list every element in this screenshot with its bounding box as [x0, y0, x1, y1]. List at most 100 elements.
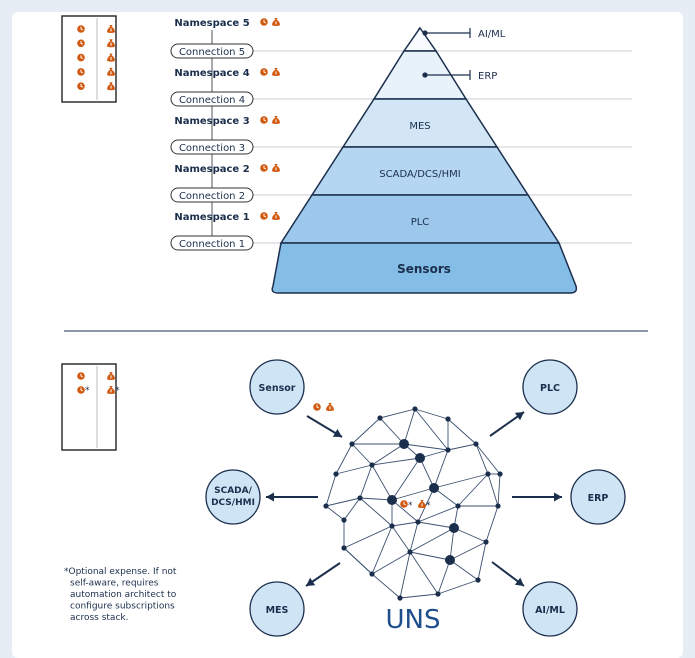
uns-mesh-line — [414, 408, 449, 451]
uns-mesh-node — [483, 539, 489, 545]
uns-clock-star: * — [408, 501, 413, 511]
uns-mesh-line — [343, 525, 393, 549]
uns-mesh-node — [485, 471, 491, 477]
uns-mesh-line — [359, 497, 393, 501]
uns-mesh-node — [369, 462, 375, 468]
namespace-money-bag-icon — [272, 68, 280, 76]
namespace-clock-icon — [260, 164, 268, 172]
uns-mesh-line — [437, 579, 479, 595]
uns-mesh-line — [343, 547, 373, 575]
bottom-legend: ** — [61, 363, 120, 451]
uns-mesh-line — [447, 443, 477, 451]
bottom-legend-money-bag-optional-icon — [107, 386, 115, 394]
uns-mesh-line — [419, 457, 435, 489]
connection-2-pill — [170, 187, 254, 203]
uns-mesh-line — [371, 551, 411, 575]
uns-mesh-node — [495, 503, 501, 509]
arrow-uns-to-erp — [512, 492, 562, 502]
uns-mesh-node — [407, 549, 413, 555]
uns-mesh-node — [445, 416, 451, 422]
uns-mesh-line — [391, 525, 411, 553]
uns-mesh-line — [497, 473, 501, 507]
uns-mesh-line — [409, 521, 419, 553]
pyramid-label-sensors: Sensors — [397, 262, 451, 276]
uns-mesh-node — [387, 495, 397, 505]
namespace-4-label: Namespace 4 — [174, 68, 249, 79]
connection-4-label: Connection 4 — [179, 95, 245, 106]
namespace-money-bag-icon — [272, 18, 280, 26]
node-sensor-label: Sensor — [259, 383, 296, 394]
uns-mesh-line — [475, 443, 489, 475]
top-legend-clock-icon — [77, 68, 85, 76]
bottom-legend-box — [61, 363, 117, 451]
uns-mesh-line — [417, 505, 459, 523]
node-mes-label: MES — [266, 605, 289, 616]
uns-mesh-line — [449, 541, 487, 561]
uns-mesh-line — [409, 551, 439, 595]
node-scada-label: SCADA/DCS/HMI — [211, 486, 255, 508]
connection-2-label: Connection 2 — [179, 191, 245, 202]
namespace-money-bag-icon — [272, 164, 280, 172]
uns-mesh-line — [453, 527, 487, 543]
arrow-uns-to-mes — [305, 562, 341, 587]
top-legend-box — [61, 15, 117, 103]
uns-mesh-line — [335, 464, 373, 475]
namespace-clock-icon — [260, 212, 268, 220]
uns-mesh-line — [359, 497, 393, 527]
pyramid: MES SCADA/DCS/HMI PLC Sensors AI/ML ERP — [271, 26, 578, 294]
sensor-cost-icons — [313, 403, 334, 411]
uns-mesh-line — [433, 473, 489, 489]
uns-mesh-line — [335, 443, 353, 475]
node-sensor — [249, 359, 305, 415]
uns-mesh-line — [371, 457, 421, 466]
namespace-1-label: Namespace 1 — [174, 212, 249, 223]
uns-mesh-line — [391, 499, 419, 523]
uns-mesh-node — [415, 519, 421, 525]
top-legend-money-bag-icon — [107, 25, 115, 33]
namespace-clock-icon — [260, 18, 268, 26]
pyramid-label-mes: MES — [409, 121, 430, 132]
node-mes — [249, 581, 305, 637]
uns-mesh-line — [325, 505, 345, 521]
uns-mesh-node — [333, 471, 339, 477]
uns-mesh-node — [497, 471, 503, 477]
uns-clock-icon — [400, 500, 408, 508]
uns-mesh-line — [449, 559, 479, 581]
uns-mesh-node — [455, 503, 461, 509]
uns-mesh-line — [403, 443, 449, 451]
arrow-uns-to-plc — [489, 411, 525, 437]
uns-mesh-node — [341, 517, 347, 523]
uns-mesh-line — [343, 497, 361, 521]
namespace-money-bag-icon — [272, 116, 280, 124]
top-legend-clock-icon — [77, 82, 85, 90]
uns-mesh-node — [412, 406, 418, 412]
uns-mesh-line — [409, 527, 455, 553]
bottom-legend-money-bag-icon — [107, 372, 115, 380]
panel-background — [12, 12, 683, 658]
uns-mesh-node — [429, 483, 439, 493]
bottom-legend-clock-star: * — [85, 386, 90, 396]
namespace-2-label: Namespace 2 — [174, 164, 249, 175]
uns-mesh-line — [371, 573, 401, 599]
uns-mesh-line — [371, 525, 393, 575]
uns-mesh-line — [433, 449, 449, 489]
uns-mesh-line — [477, 541, 487, 581]
uns-mesh-line — [437, 559, 451, 595]
uns-mesh-line — [325, 497, 361, 507]
uns-mesh-line — [391, 457, 421, 501]
pyramid-label-plc: PLC — [411, 217, 430, 228]
uns-mesh-line — [391, 521, 419, 527]
uns-mesh-line — [414, 408, 449, 420]
uns-network: ** — [313, 403, 503, 601]
uns-bag-star: * — [426, 501, 431, 511]
node-plc — [522, 359, 578, 415]
uns-mesh-line — [379, 408, 416, 419]
top-legend-clock-icon — [77, 53, 85, 62]
uns-mesh-line — [351, 443, 373, 466]
uns-mesh-line — [457, 473, 489, 507]
connection-3-label: Connection 3 — [179, 143, 245, 154]
node-plc-label: PLC — [540, 383, 560, 394]
top-legend-clock-icon — [77, 25, 85, 33]
